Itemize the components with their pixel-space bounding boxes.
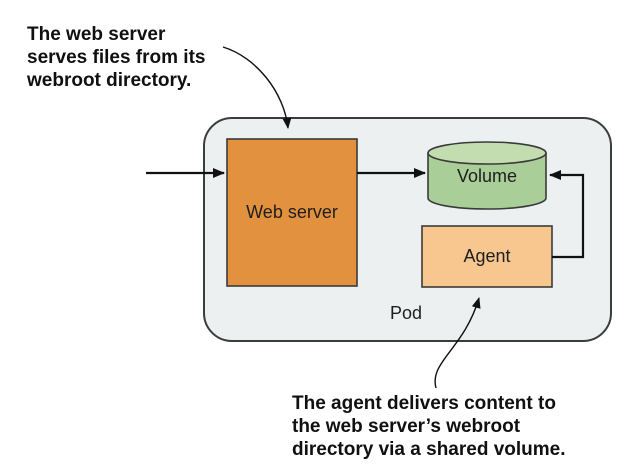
agent-box (421, 225, 553, 288)
callout-arrow-top (222, 46, 292, 129)
arrow-agent-to-volume (549, 170, 585, 259)
callout-arrow-bottom (434, 297, 481, 389)
volume-cylinder-top (427, 141, 547, 165)
web-server-box (226, 138, 358, 287)
volume-cylinder-body (427, 152, 547, 210)
